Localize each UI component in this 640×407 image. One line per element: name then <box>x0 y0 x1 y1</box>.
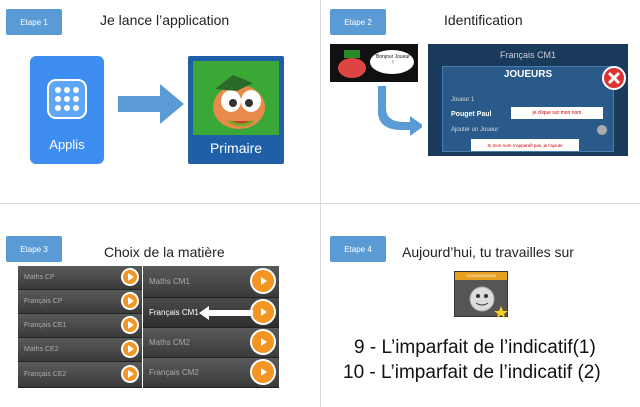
subject-label: Français CE2 <box>24 371 67 378</box>
play-icon[interactable] <box>250 359 276 385</box>
play-icon[interactable] <box>121 292 139 310</box>
mascot-small-icon <box>338 50 414 78</box>
mascot-icon <box>213 75 265 129</box>
horizontal-divider <box>0 203 640 204</box>
player-slot-1[interactable]: Joueur 1 <box>451 97 475 103</box>
conjugaison-card[interactable]: CONJUGAISON <box>454 271 508 318</box>
subject-row[interactable]: Français CM2 <box>143 358 279 388</box>
player-name[interactable]: Pouget Paul <box>451 111 492 118</box>
subject-label: Maths CM2 <box>149 338 190 347</box>
subject-list-right: Maths CM1 Français CM1 Maths CM2 Françai… <box>143 266 279 388</box>
subject-row[interactable]: Maths CM1 <box>143 266 279 298</box>
subject-row[interactable]: Maths CE2 <box>18 338 142 362</box>
subject-row[interactable]: Maths CP <box>18 266 142 290</box>
primaire-app-icon[interactable]: Primaire <box>188 56 284 164</box>
applis-app-icon[interactable]: Applis <box>30 56 104 164</box>
players-screen: Français CM1 JOUEURS Joueur 1 Pouget Pau… <box>428 44 628 156</box>
step2-badge: Etape 2 <box>330 9 386 35</box>
subject-label: Maths CP <box>24 274 55 281</box>
players-header: Français CM1 <box>499 50 556 60</box>
lesson-1: 9 - L’imparfait de l’indicatif(1) <box>354 337 596 358</box>
applis-label: Applis <box>49 137 85 152</box>
play-icon[interactable] <box>250 329 276 355</box>
bonjour-bubble-text: Bonjour Joueur ! <box>376 54 410 66</box>
step3-badge: Etape 3 <box>6 236 62 262</box>
bonjour-banner: Bonjour Joueur ! <box>330 44 418 82</box>
subject-row[interactable]: Français CE1 <box>18 314 142 338</box>
step1-title: Je lance l’application <box>100 12 230 28</box>
primaire-mascot <box>193 61 279 135</box>
arrow-left-icon <box>199 306 253 320</box>
subject-list-left: Maths CP Français CP Français CE1 Maths … <box>18 266 142 388</box>
step4-title: Aujourd’hui, tu travailles sur <box>402 244 574 260</box>
step2-title: Identification <box>444 12 523 28</box>
callout-click-name: je clique sur mon nom <box>511 107 603 119</box>
subject-row[interactable]: Français CP <box>18 290 142 314</box>
subject-row[interactable]: Français CE2 <box>18 362 142 388</box>
subject-label: Français CP <box>24 298 63 305</box>
play-icon[interactable] <box>250 268 276 294</box>
primaire-label: Primaire <box>209 140 263 156</box>
close-icon[interactable] <box>602 66 626 90</box>
subject-label: Français CM2 <box>149 368 199 377</box>
step4-badge: Etape 4 <box>330 236 386 262</box>
step3-title: Choix de la matière <box>104 244 225 260</box>
play-icon[interactable] <box>121 316 139 334</box>
players-title: JOUEURS <box>503 69 553 80</box>
add-player-icon[interactable] <box>597 125 607 135</box>
subject-label: Français CE1 <box>24 322 67 329</box>
play-icon[interactable] <box>121 268 139 286</box>
play-icon[interactable] <box>121 340 139 358</box>
subject-label: Français CM1 <box>149 308 199 317</box>
play-icon[interactable] <box>121 365 139 383</box>
grid-icon <box>47 79 87 119</box>
subject-label: Maths CM1 <box>149 277 190 286</box>
curved-arrow-icon <box>377 86 422 136</box>
arrow-right-icon <box>118 84 184 124</box>
card-header: CONJUGAISON <box>455 272 507 280</box>
play-icon[interactable] <box>250 299 276 325</box>
lesson-2: 10 - L’imparfait de l’indicatif (2) <box>343 362 601 383</box>
smiley-icon <box>469 286 508 318</box>
add-player-link[interactable]: Ajouter un Joueur <box>451 127 499 133</box>
callout-add-name: Si mon nom n’apparaît pas, je l’ajoute <box>471 139 579 151</box>
step1-badge: Etape 1 <box>6 9 62 35</box>
subject-label: Maths CE2 <box>24 346 59 353</box>
subject-row[interactable]: Maths CM2 <box>143 328 279 358</box>
